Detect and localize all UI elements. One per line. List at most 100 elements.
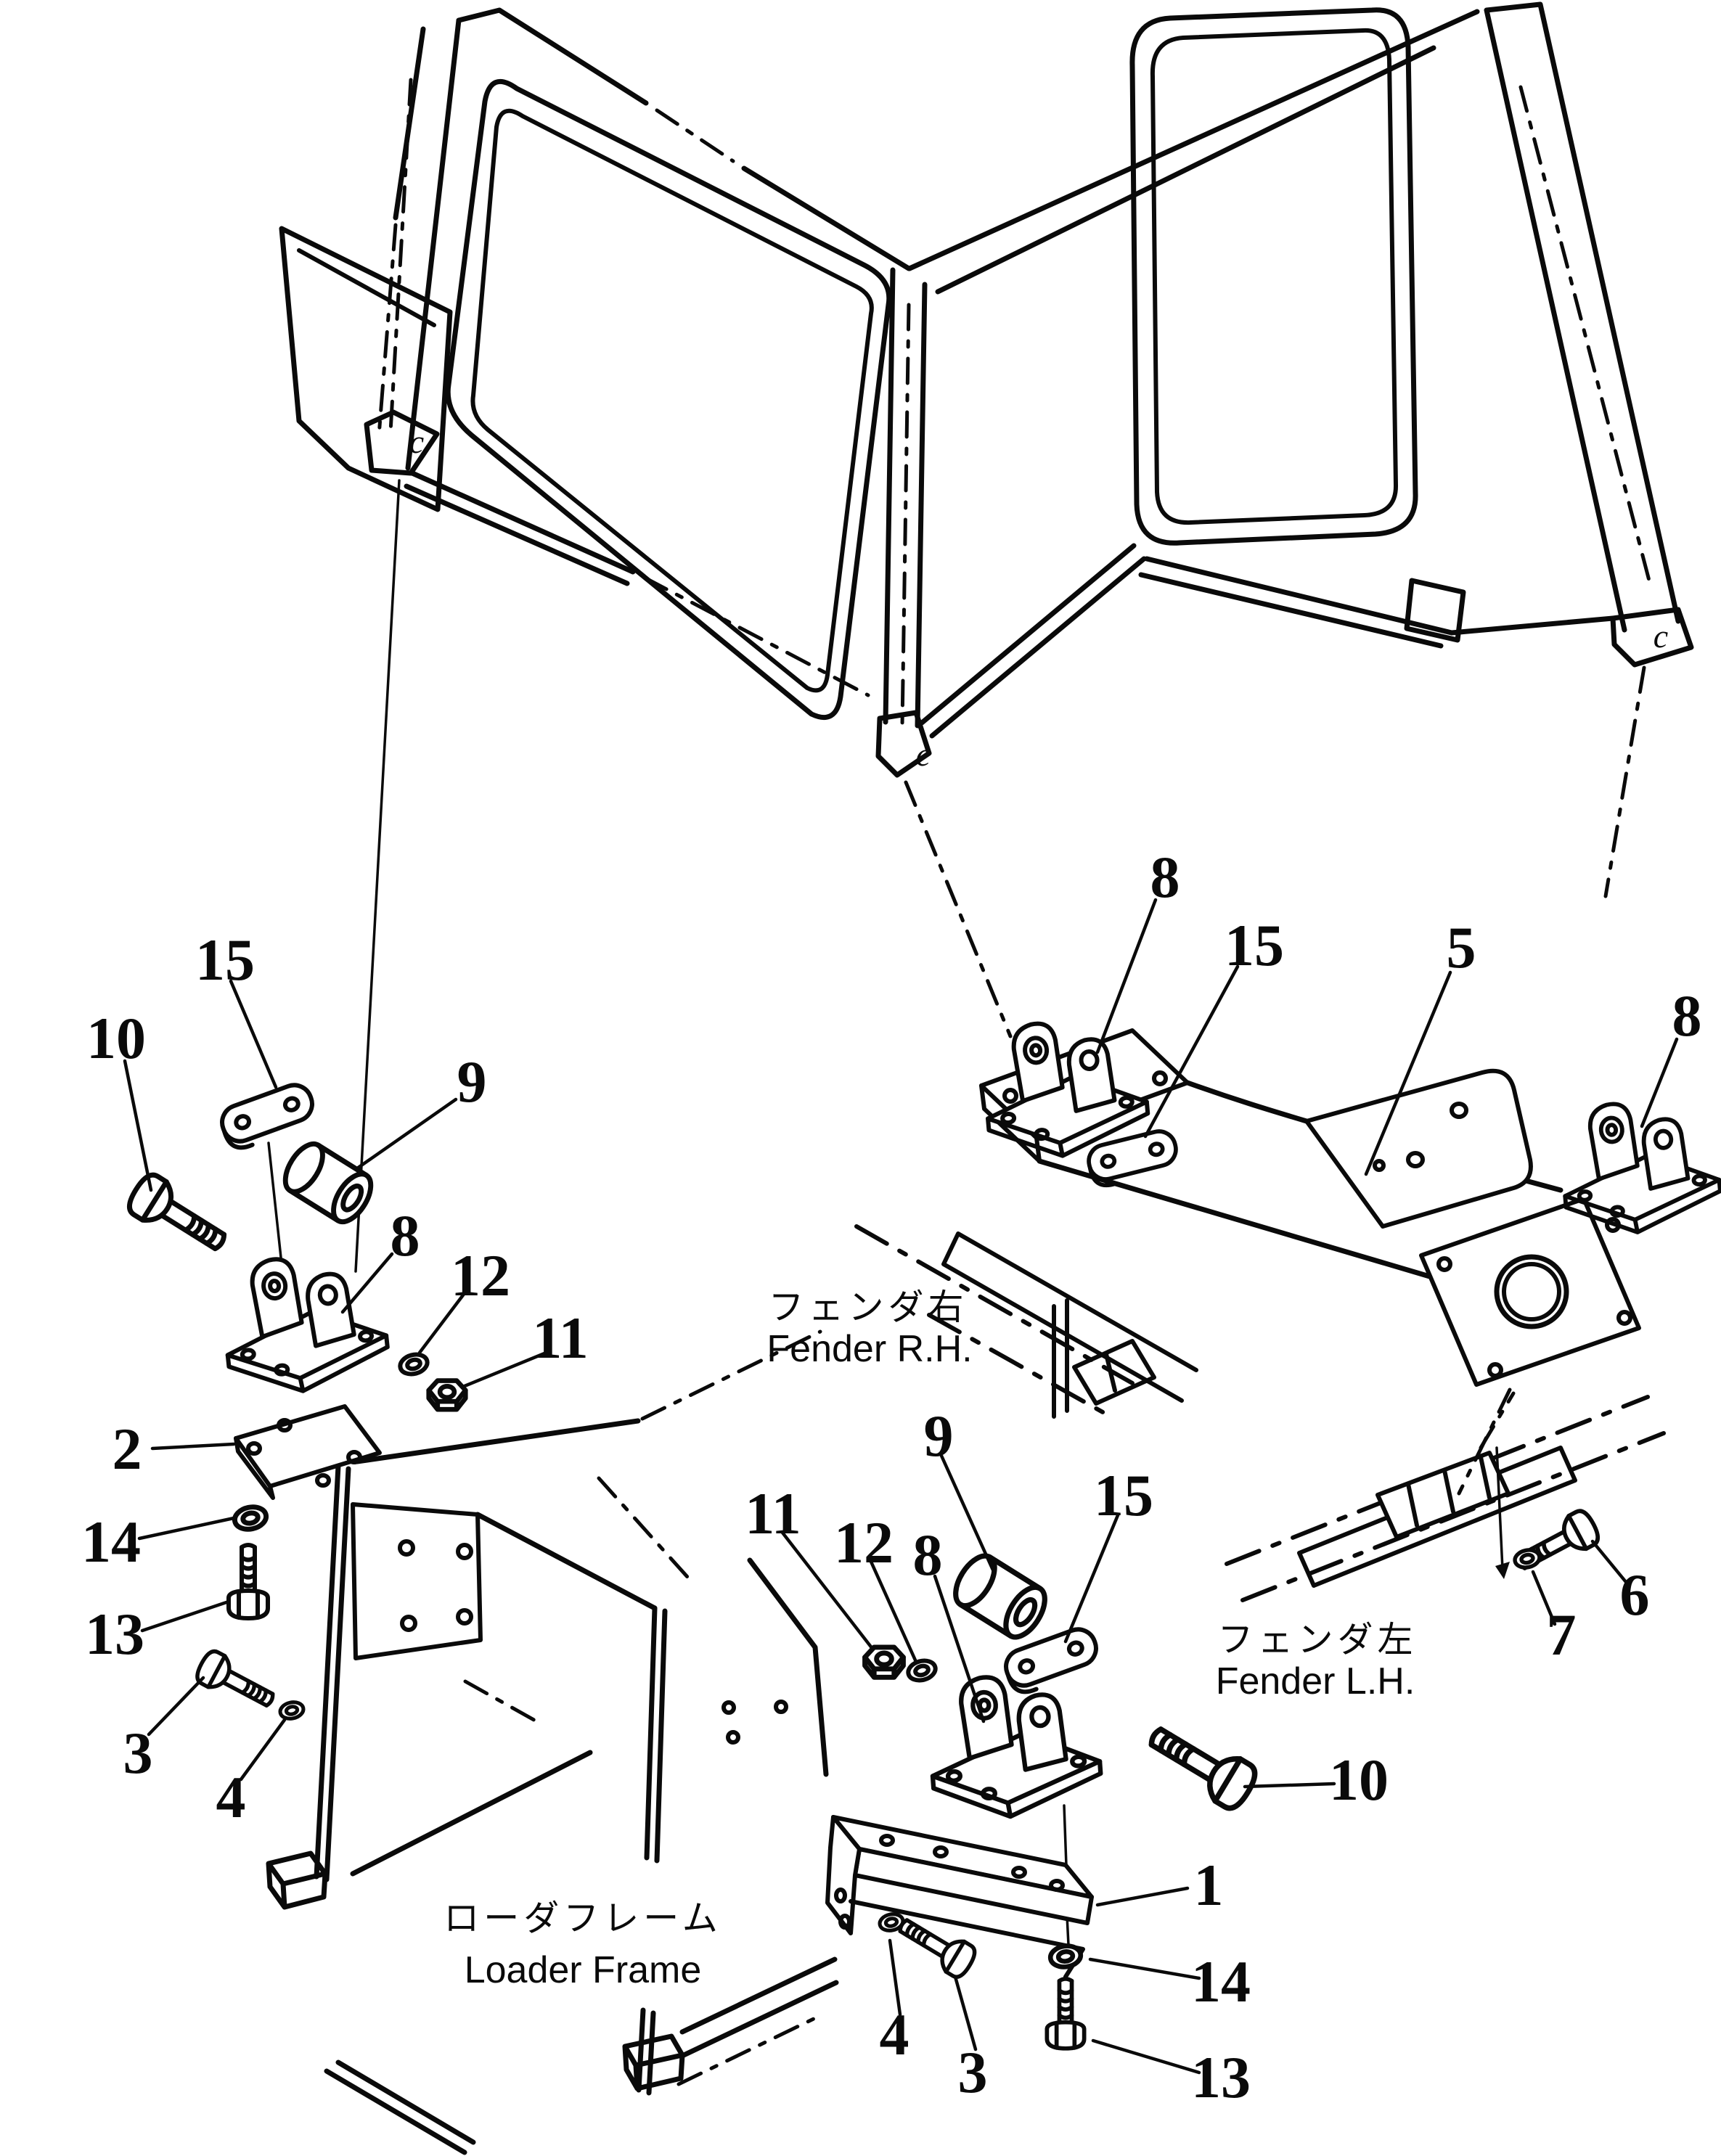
callout-14-bottom: 14 bbox=[1191, 1948, 1251, 2014]
leader-line bbox=[150, 1442, 236, 1451]
callout-4-left: 4 bbox=[216, 1764, 246, 1830]
leader-line bbox=[869, 1559, 918, 1664]
cab-canopy-shape bbox=[1603, 665, 1646, 898]
connector-marks: c c c bbox=[409, 423, 1668, 773]
fender-lh-label-en: Fender L.H. bbox=[1216, 1660, 1415, 1702]
cab-canopy-shape bbox=[267, 1141, 283, 1266]
leader-line bbox=[780, 1530, 875, 1651]
middle-mount-cluster-shape bbox=[948, 1549, 1052, 1644]
loader-frame-label-en: Loader Frame bbox=[465, 1949, 702, 1991]
cab-canopy bbox=[267, 1, 1694, 1273]
fender-cross-member-shape bbox=[1436, 1256, 1452, 1272]
cab-canopy-shape bbox=[907, 9, 1480, 295]
callout-9-middle: 9 bbox=[924, 1403, 954, 1469]
leader-line bbox=[1640, 1037, 1679, 1128]
cab-canopy-shape bbox=[1150, 28, 1399, 525]
middle-mount-cluster-shape bbox=[865, 1647, 904, 1677]
callout-10-left: 10 bbox=[86, 1005, 146, 1071]
fender-cross-member-shape bbox=[1487, 1362, 1503, 1378]
callout-11-middle: 11 bbox=[745, 1480, 801, 1546]
frame-bracket-left-cluster-shape bbox=[279, 1700, 305, 1721]
frame-bracket-left-cluster-shape bbox=[234, 1404, 382, 1488]
c-mark-rear-right: c bbox=[1653, 618, 1668, 655]
cab-canopy-shape bbox=[919, 543, 1147, 739]
loader-frame-shape bbox=[350, 1750, 593, 1877]
frame-bracket-left-cluster-shape bbox=[234, 1436, 275, 1500]
fender-rh-shape bbox=[854, 1224, 1135, 1385]
fender-rh-shape bbox=[941, 1231, 1198, 1403]
fender-cross-member-shape bbox=[1185, 1080, 1563, 1193]
loader-frame bbox=[266, 1329, 839, 2155]
frame-bracket-left-cluster-shape bbox=[246, 1441, 262, 1456]
callout-13-left: 13 bbox=[85, 1601, 144, 1667]
frame-bracket-left-cluster-shape bbox=[277, 1418, 293, 1432]
callout-15-left: 15 bbox=[195, 927, 255, 993]
leader-line bbox=[229, 979, 278, 1089]
loader-frame-shape bbox=[747, 1557, 829, 1777]
frame-bracket-right-part bbox=[825, 1815, 1094, 1979]
cab-canopy-shape bbox=[741, 165, 912, 271]
callout-12-left: 12 bbox=[451, 1242, 510, 1308]
loader-frame-shape bbox=[679, 1956, 839, 2058]
fender-cross-member-shape bbox=[1502, 1262, 1561, 1321]
left-mount-cluster-shape bbox=[218, 1249, 391, 1398]
frame-bracket-right-part-shape bbox=[879, 1834, 895, 1847]
fender-rh bbox=[854, 1224, 1198, 1419]
leader-line bbox=[140, 1600, 229, 1633]
cab-canopy-shape bbox=[445, 78, 892, 720]
leader-line bbox=[888, 1938, 902, 2017]
callout-3-left: 3 bbox=[123, 1720, 153, 1786]
loader-frame-shape bbox=[314, 1463, 351, 1882]
middle-mount-cluster bbox=[825, 1549, 1261, 2049]
leader-line bbox=[417, 1291, 467, 1355]
loader-frame-shape bbox=[636, 1605, 668, 2096]
fender-rh-shape bbox=[927, 1313, 1113, 1419]
middle-mount-cluster-shape bbox=[906, 1658, 937, 1684]
callout-8-right: 8 bbox=[1672, 983, 1702, 1049]
fender-lh-shape bbox=[1406, 1455, 1492, 1528]
frame-bracket-right-part-shape bbox=[1011, 1866, 1027, 1879]
loader-frame-shape bbox=[456, 1608, 473, 1626]
frame-bracket-right-part-shape bbox=[838, 1914, 851, 1930]
callout-12-middle: 12 bbox=[834, 1509, 894, 1575]
loader-frame-label-jp: ローダフレーム bbox=[443, 1898, 722, 1939]
callout-15-middle: 15 bbox=[1094, 1462, 1153, 1528]
callout-6: 6 bbox=[1620, 1562, 1650, 1628]
loader-frame-shape bbox=[354, 1418, 641, 1464]
left-mount-cluster-shape bbox=[429, 1381, 466, 1410]
leader-line bbox=[1243, 1782, 1336, 1789]
frame-bracket-left-cluster bbox=[193, 1404, 382, 1721]
loader-frame-shape bbox=[726, 1730, 740, 1745]
callout-labels: 10 15 9 8 12 11 2 14 13 3 4 8 15 5 8 9 1… bbox=[81, 844, 1702, 2110]
loader-frame-shape bbox=[721, 1700, 736, 1715]
frame-bracket-left-cluster-shape bbox=[315, 1473, 331, 1488]
cab-canopy-shape bbox=[900, 303, 911, 728]
leader-line bbox=[953, 1975, 978, 2052]
callout-13-bottom: 13 bbox=[1191, 2044, 1251, 2110]
fender-cross-member-shape bbox=[1152, 1070, 1168, 1086]
callout-8-top: 8 bbox=[1150, 844, 1180, 910]
fender-lh-shape bbox=[1375, 1451, 1511, 1539]
frame-bracket-right-part-shape bbox=[825, 1815, 862, 1935]
callout-4-bottom: 4 bbox=[880, 2001, 909, 2067]
cab-canopy-shape bbox=[1404, 578, 1466, 643]
leader-line bbox=[1143, 964, 1240, 1139]
leader-line bbox=[1531, 1570, 1557, 1626]
fender-rh-shape bbox=[1052, 1298, 1069, 1419]
loader-frame-shape bbox=[400, 1615, 417, 1632]
callout-11-left: 11 bbox=[532, 1305, 588, 1371]
leader-line bbox=[933, 1574, 986, 1723]
callout-10-right: 10 bbox=[1329, 1747, 1389, 1813]
fender-cross-member-shape bbox=[1304, 1068, 1533, 1229]
leader-line bbox=[355, 1097, 458, 1171]
left-mount-cluster-shape bbox=[217, 1081, 319, 1152]
frame-bracket-right-part-shape bbox=[834, 1887, 847, 1903]
middle-mount-cluster-shape bbox=[926, 1670, 1103, 1821]
leader-line bbox=[123, 1059, 153, 1192]
callout-2: 2 bbox=[113, 1416, 142, 1482]
leader-line bbox=[340, 1252, 394, 1314]
loader-frame-shape bbox=[266, 1850, 328, 1910]
c-mark-front-left: c bbox=[409, 423, 424, 460]
cab-canopy-shape bbox=[883, 267, 928, 729]
